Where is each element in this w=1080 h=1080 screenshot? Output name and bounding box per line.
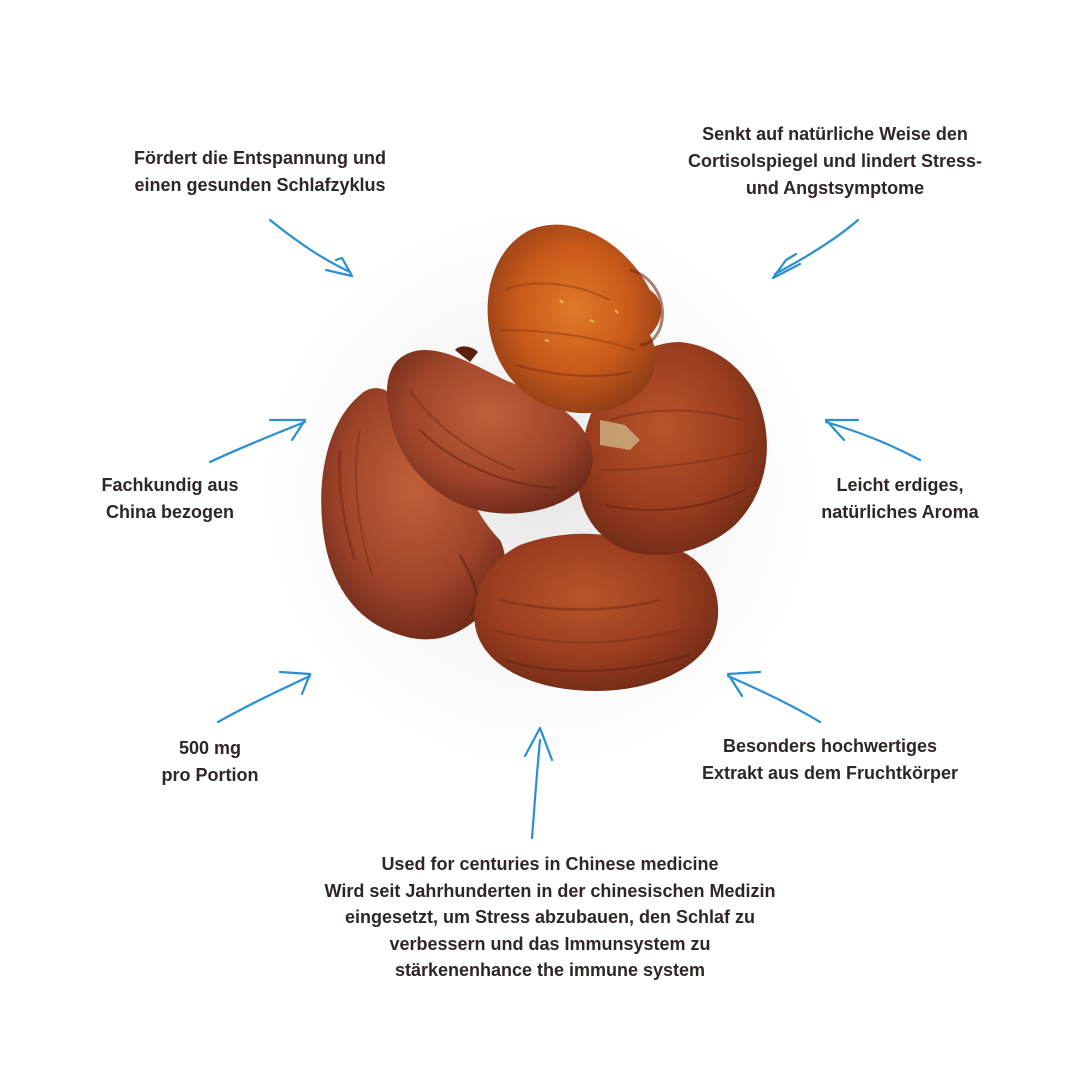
arrow-icon <box>208 418 307 464</box>
arrow-icon <box>523 726 554 840</box>
benefit-relaxation-sleep: Fördert die Entspannung und einen gesund… <box>90 145 430 199</box>
mushroom-top-cap <box>487 224 664 414</box>
label-line: Leicht erdiges, <box>836 475 964 495</box>
label-line: Used for centuries in Chinese medicine <box>381 854 719 874</box>
label-line: eingesetzt, um Stress abzubauen, den Sch… <box>344 907 756 927</box>
label-line: Besonders hochwertiges <box>722 736 938 756</box>
benefit-sourced-china: Fachkundig aus China bezogen <box>60 472 280 526</box>
mushroom-left-cap <box>321 388 506 640</box>
mushroom-bottom-cap <box>474 533 719 691</box>
label-line: Wird seit Jahrhunderten in der chinesisc… <box>324 880 776 901</box>
label-line: 500 mg <box>178 738 242 758</box>
label-line: China bezogen <box>105 502 234 522</box>
arrow-icon <box>268 218 354 278</box>
label-line: stärkenenhance the immune system <box>394 960 706 980</box>
label-line: Fördert die Entspannung und <box>134 148 386 168</box>
label-line: Extrakt aus dem Fruchtkörper <box>701 763 959 783</box>
benefit-dosage: 500 mg pro Portion <box>100 735 320 789</box>
label-line: verbessern und das Immunsystem zu <box>389 933 711 954</box>
arrow-icon <box>216 670 312 724</box>
label-line: einen gesunden Schlafzyklus <box>134 175 386 195</box>
label-line: Fachkundig aus <box>101 475 239 495</box>
mushroom-center-cap <box>386 346 593 514</box>
label-line: natürliches Aroma <box>821 502 979 522</box>
arrow-icon <box>771 218 860 280</box>
label-line: pro Portion <box>161 765 259 785</box>
arrow-icon <box>824 418 922 462</box>
label-line: Cortisolspiegel und lindert Stress- <box>687 151 983 171</box>
benefit-traditional-medicine: Used for centuries in Chinese medicine W… <box>240 851 860 984</box>
benefit-earthy-aroma: Leicht erdiges, natürliches Aroma <box>770 472 1030 526</box>
arrow-icon <box>726 670 822 724</box>
label-line: und Angstsymptome <box>745 178 925 198</box>
benefit-cortisol-stress: Senkt auf natürliche Weise den Cortisols… <box>660 121 1010 202</box>
benefit-fruiting-body-extract: Besonders hochwertiges Extrakt aus dem F… <box>650 733 1010 787</box>
label-line: Senkt auf natürliche Weise den <box>702 124 968 144</box>
